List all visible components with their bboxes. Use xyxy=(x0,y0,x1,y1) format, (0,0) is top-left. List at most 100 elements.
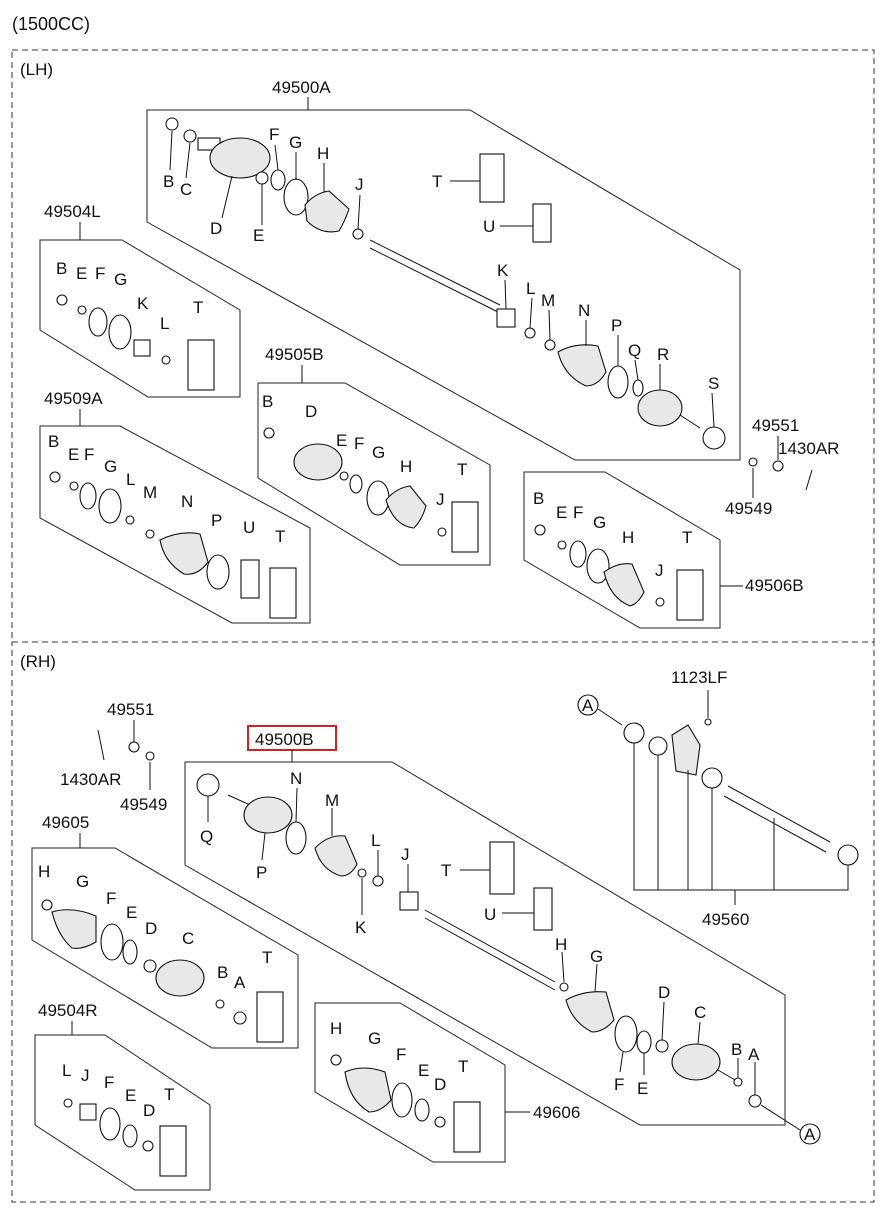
label-G: G xyxy=(368,1029,381,1048)
shaft-rh[interactable] xyxy=(424,909,556,983)
label-P: P xyxy=(211,511,222,530)
label-G: G xyxy=(590,947,603,966)
assembly-49605-outline xyxy=(31,847,299,1049)
label-B: B xyxy=(48,432,59,451)
label-T: T xyxy=(457,460,467,479)
label-L: L xyxy=(62,1061,71,1080)
label-C: C xyxy=(180,180,192,199)
label-E: E xyxy=(68,445,79,464)
label-M: M xyxy=(143,483,157,502)
assembly-49605-label[interactable]: 49605 xyxy=(42,813,89,832)
part-U-grease[interactable] xyxy=(532,203,552,243)
assembly-49560-label[interactable]: 49560 xyxy=(702,910,749,929)
part-C-ring[interactable] xyxy=(183,129,197,143)
assembly-49504L-label[interactable]: 49504L xyxy=(44,202,101,221)
assembly-49505B-label[interactable]: 49505B xyxy=(265,345,324,364)
assembly-49500A-outline xyxy=(146,109,741,461)
fastener-1430AR-lh[interactable]: 1430AR xyxy=(778,439,839,458)
label-J: J xyxy=(401,845,410,864)
part-R-inner-joint[interactable] xyxy=(637,389,683,427)
label-H: H xyxy=(400,457,412,476)
label-G: G xyxy=(114,270,127,289)
fastener-1430AR-rh[interactable]: 1430AR xyxy=(60,770,121,789)
assembly-49500B-label[interactable]: 49500B xyxy=(255,730,314,749)
part-H-boot[interactable] xyxy=(304,190,350,233)
engine-label: (1500CC) xyxy=(12,14,90,34)
fastener-49551-rh[interactable]: 49551 xyxy=(107,700,154,719)
label-D: D xyxy=(143,1101,155,1120)
assembly-49506B-label[interactable]: 49506B xyxy=(745,576,804,595)
label-G: G xyxy=(76,872,89,891)
label-D: D xyxy=(145,919,157,938)
label-H: H xyxy=(555,935,567,954)
label-E: E xyxy=(637,1079,648,1098)
label-M: M xyxy=(541,291,555,310)
label-D: D xyxy=(305,402,317,421)
label-B: B xyxy=(163,172,174,191)
label-B: B xyxy=(217,963,228,982)
assembly-49509A-label[interactable]: 49509A xyxy=(44,389,103,408)
label-U: U xyxy=(483,217,495,236)
part-C-outer-joint-rh[interactable] xyxy=(671,1043,721,1081)
label-E: E xyxy=(126,903,137,922)
label-L: L xyxy=(526,279,535,298)
fastener-49549-lh[interactable]: 49549 xyxy=(725,499,772,518)
label-N: N xyxy=(578,301,590,320)
label-E: E xyxy=(125,1086,136,1105)
label-F: F xyxy=(269,125,279,144)
ref-A-top xyxy=(577,694,599,716)
label-T: T xyxy=(441,861,451,880)
assembly-49504R-label[interactable]: 49504R xyxy=(38,1001,98,1020)
label-H: H xyxy=(622,528,634,547)
label-T: T xyxy=(432,172,442,191)
assembly-49500B-outline xyxy=(184,761,786,1126)
label-J: J xyxy=(655,561,664,580)
assembly-49504L-outline xyxy=(39,239,241,398)
fastener-49549-rh[interactable]: 49549 xyxy=(120,795,167,814)
assembly-49500A-label[interactable]: 49500A xyxy=(272,78,331,97)
label-L: L xyxy=(126,470,135,489)
ref-A-bottom xyxy=(799,1123,821,1145)
label-P: P xyxy=(611,316,622,335)
label-T: T xyxy=(275,527,285,546)
label-Q: Q xyxy=(628,341,641,360)
label-T: T xyxy=(262,948,272,967)
label-N: N xyxy=(181,492,193,511)
label-K: K xyxy=(497,261,509,280)
part-T-grease[interactable] xyxy=(479,153,505,203)
rh-section-label: (RH) xyxy=(20,652,56,671)
label-B: B xyxy=(262,392,273,411)
fastener-49551-lh[interactable]: 49551 xyxy=(752,416,799,435)
label-H: H xyxy=(317,144,329,163)
label-F: F xyxy=(614,1075,624,1094)
label-B: B xyxy=(731,1040,742,1059)
part-bracket-49560[interactable] xyxy=(671,724,701,776)
label-D: D xyxy=(210,219,222,238)
label-F: F xyxy=(104,1073,114,1092)
label-Q: Q xyxy=(200,827,213,846)
part-D-outer-joint[interactable] xyxy=(209,137,271,179)
label-S: S xyxy=(708,374,719,393)
part-P-outer-joint-rh[interactable] xyxy=(243,796,293,834)
assembly-49506B-outline xyxy=(523,471,721,629)
part-B-circlip[interactable] xyxy=(165,117,179,131)
label-F: F xyxy=(106,889,116,908)
label-T: T xyxy=(193,298,203,317)
label-L: L xyxy=(371,831,380,850)
label-E: E xyxy=(76,264,87,283)
label-F: F xyxy=(573,503,583,522)
assembly-49606-label[interactable]: 49606 xyxy=(533,1103,580,1122)
label-F: F xyxy=(354,434,364,453)
rh-section-frame xyxy=(11,641,875,1203)
label-C: C xyxy=(182,929,194,948)
label-J: J xyxy=(355,175,364,194)
label-F: F xyxy=(95,264,105,283)
label-T: T xyxy=(458,1057,468,1076)
label-E: E xyxy=(336,431,347,450)
label-G: G xyxy=(289,133,302,152)
shaft-lh[interactable] xyxy=(369,239,501,306)
part-G-clamp[interactable] xyxy=(283,178,309,216)
part-S-tone-ring[interactable] xyxy=(702,426,726,450)
fastener-1123LF[interactable]: 1123LF xyxy=(671,668,727,687)
label-P: P xyxy=(256,863,267,882)
